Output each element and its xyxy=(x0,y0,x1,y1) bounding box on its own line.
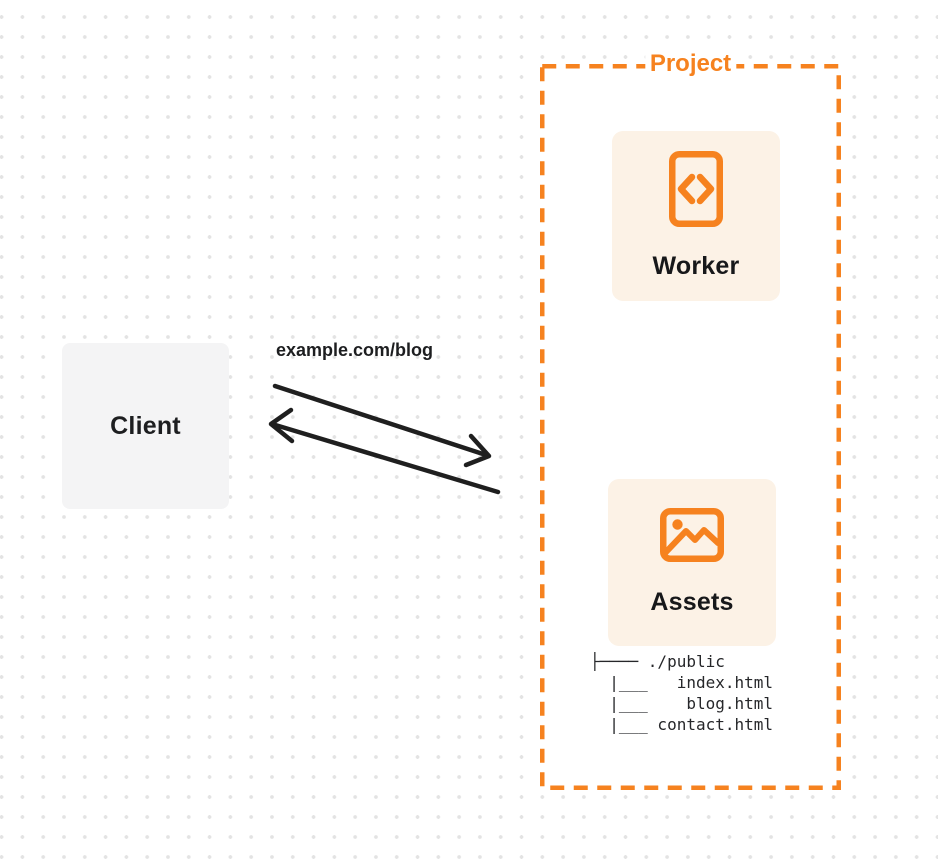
assets-label: Assets xyxy=(650,588,734,616)
worker-label: Worker xyxy=(652,252,740,280)
request-arrow xyxy=(272,383,492,468)
code-document-icon xyxy=(669,151,723,227)
worker-card: Worker xyxy=(612,131,780,301)
tree-line-index: |___ index.html xyxy=(590,673,774,692)
image-icon xyxy=(660,508,724,562)
client-label: Client xyxy=(110,411,181,440)
assets-file-tree: ├──── ./public |___ index.html |___ blog… xyxy=(590,651,773,735)
project-label: Project xyxy=(644,50,737,78)
tree-line-contact: |___ contact.html xyxy=(590,715,774,734)
tree-line-public: ├──── ./public xyxy=(590,652,725,671)
response-arrow xyxy=(268,407,501,495)
tree-line-blog: |___ blog.html xyxy=(590,694,774,713)
client-box: Client xyxy=(62,343,229,509)
assets-card: Assets xyxy=(608,479,776,646)
request-url-label: example.com/blog xyxy=(276,340,434,360)
